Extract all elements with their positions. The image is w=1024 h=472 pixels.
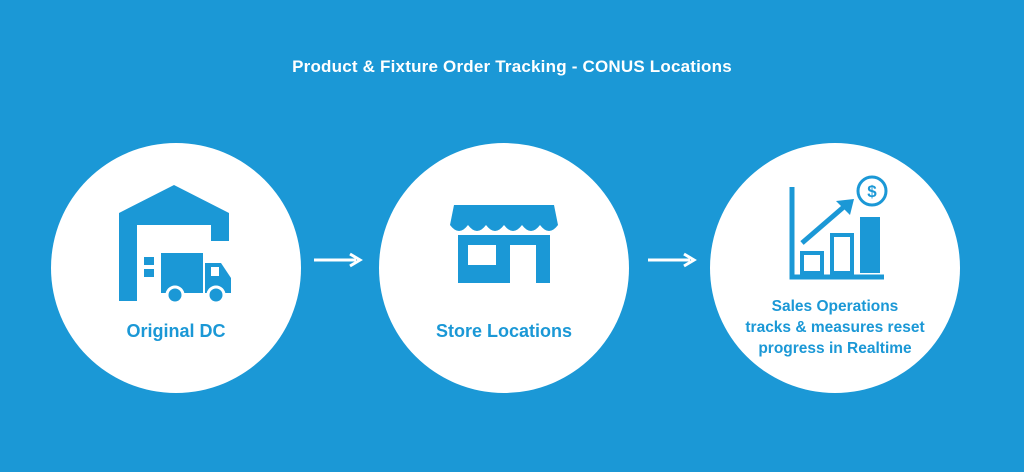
step-original-dc: Original DC	[51, 143, 301, 393]
storefront-icon	[450, 205, 558, 283]
arrow-right-icon	[314, 252, 363, 268]
warehouse-truck-icon	[119, 185, 231, 303]
arrow-right-icon	[648, 252, 697, 268]
label-line: tracks & measures reset	[745, 319, 925, 336]
label-line: Sales Operations	[771, 298, 899, 315]
step-store-locations: Store Locations	[379, 143, 629, 393]
svg-text:$: $	[867, 182, 877, 201]
growth-chart-dollar-icon: $	[789, 175, 888, 280]
diagram-title: Product & Fixture Order Tracking - CONUS…	[292, 57, 732, 76]
label-line: progress in Realtime	[758, 340, 912, 357]
step-label-original-dc: Original DC	[126, 321, 226, 341]
step-label-sales-operations: Sales Operations tracks & measures reset…	[720, 296, 950, 359]
step-sales-operations: $ Sales Operations tracks & measures res…	[710, 143, 960, 393]
step-label-store-locations: Store Locations	[435, 321, 573, 341]
